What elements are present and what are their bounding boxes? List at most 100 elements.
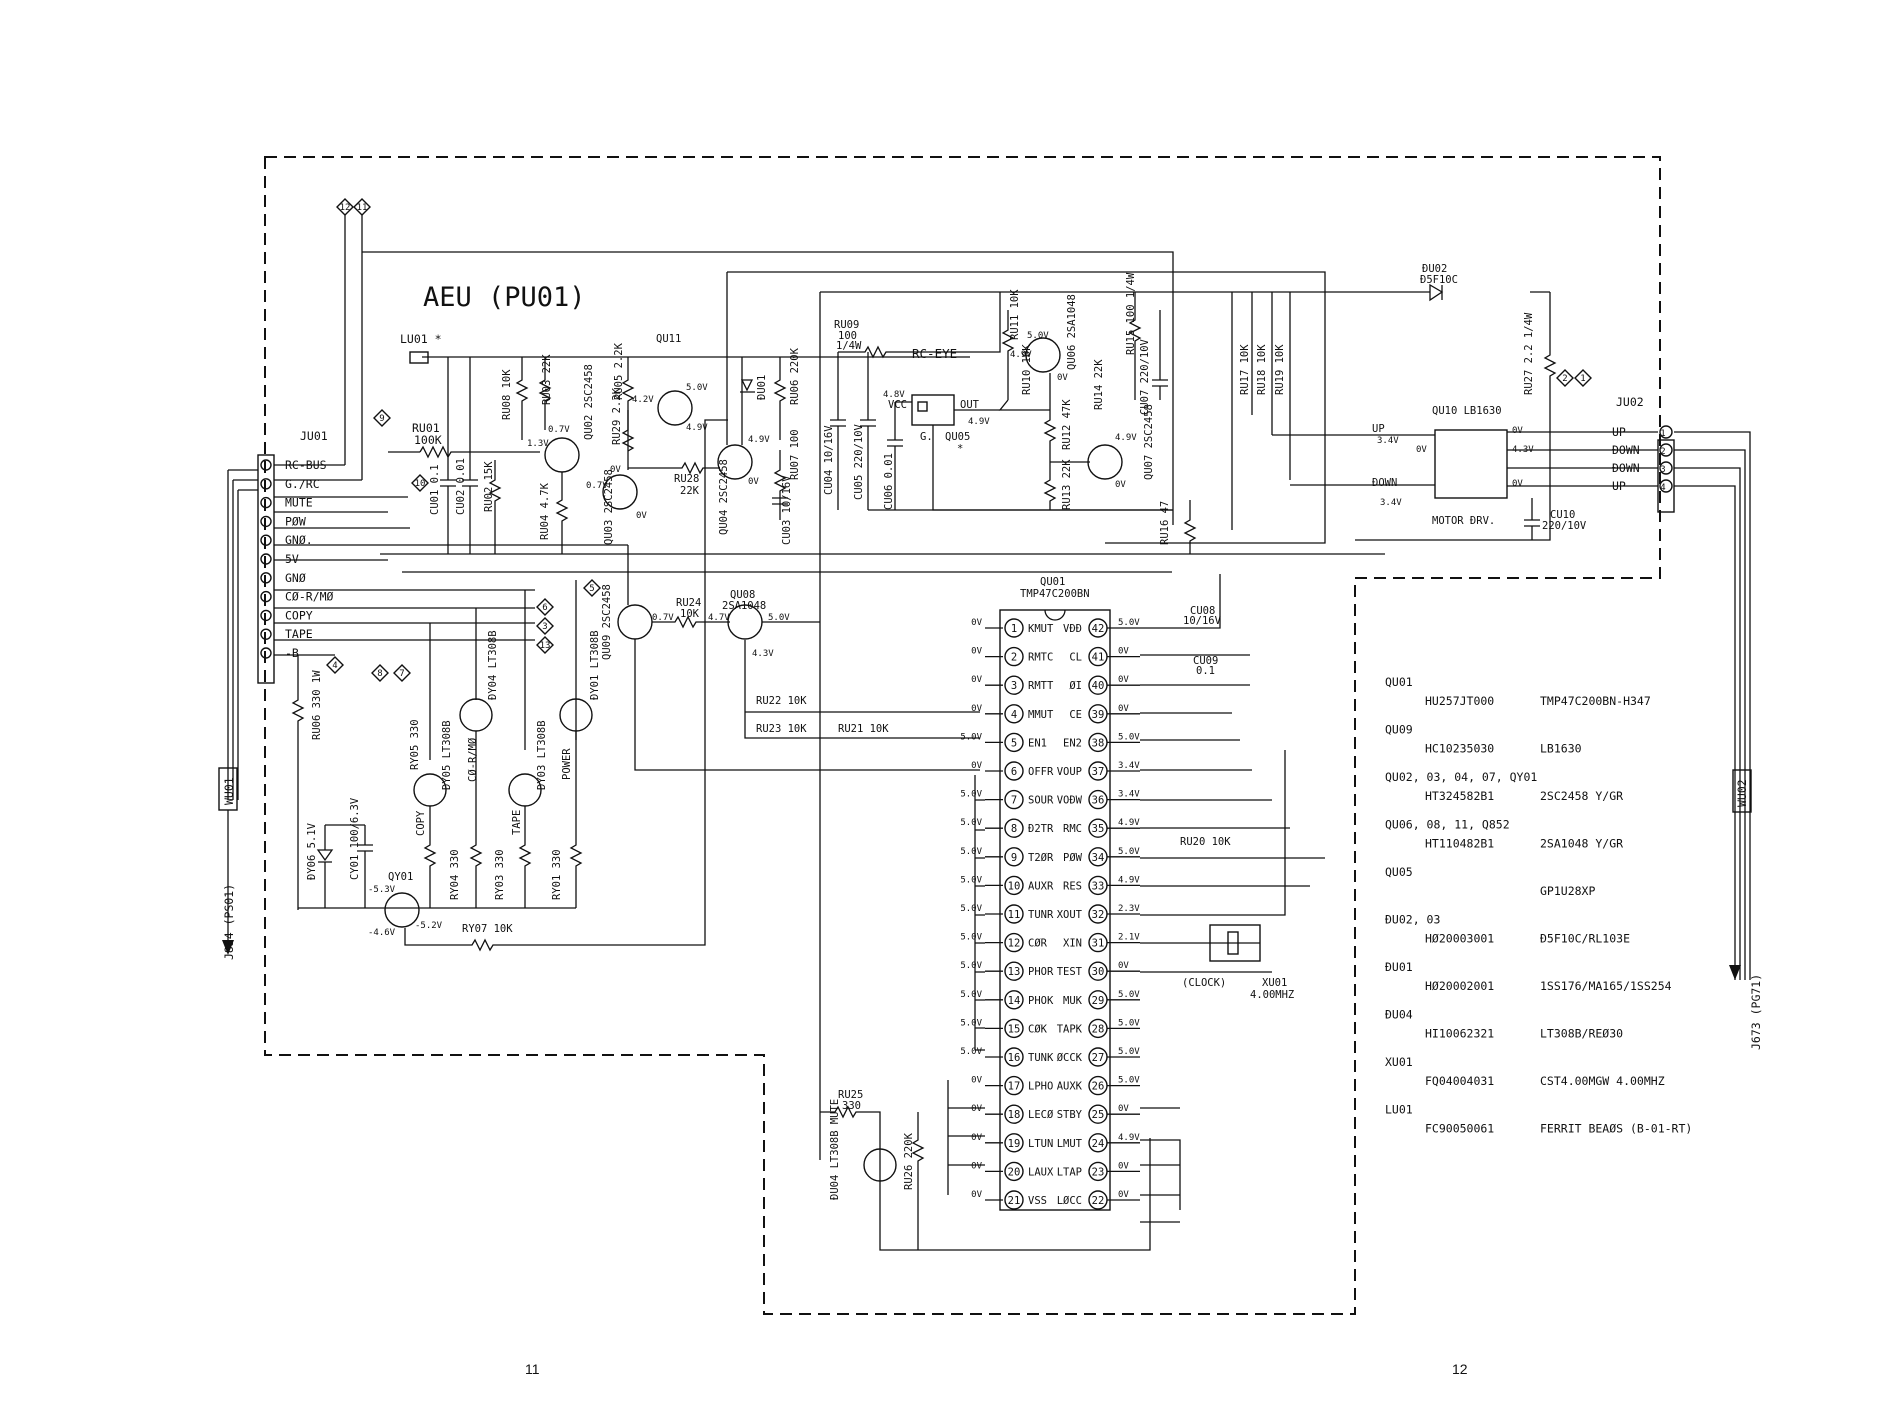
ju02-pin-num: 2: [1660, 447, 1665, 457]
ru03-label: RU03 22K: [541, 354, 553, 405]
input-section: LU01 * RU01 100K CU01 0.1 CU02 0.01 RU02…: [274, 332, 628, 656]
ic-pin-name: LTAP: [1057, 1166, 1082, 1178]
ju01-pin-9: [260, 609, 272, 622]
xu01-val: 4.00MHZ: [1250, 989, 1294, 1001]
ic-pin-voltage: 5.0V: [1118, 990, 1140, 1000]
wu02-tag: [1732, 769, 1752, 813]
ic-pin-voltage: 5.0V: [960, 875, 982, 885]
connector-tag: [373, 409, 391, 427]
ic-pin-voltage: 5.0V: [960, 818, 982, 828]
ic-pin-16: [1004, 1047, 1024, 1067]
cu09-val: 0.1: [1196, 665, 1215, 677]
ic-pin-name: RMC: [1063, 823, 1082, 835]
ic-pin-13: [1004, 961, 1024, 981]
v-qy01-c: -5.2V: [415, 921, 443, 931]
j854-label: J854 (PS01): [222, 884, 236, 960]
ru24-ref: RU24: [676, 597, 701, 609]
du02-ref: ÐU02: [1422, 263, 1447, 275]
ru08-label: RU08 10K: [501, 369, 513, 420]
ic-pin-voltage: 2.1V: [1118, 933, 1140, 943]
connector-tag: [536, 617, 554, 635]
qu10-label: QU10 LB1630: [1432, 405, 1502, 417]
parts-code: HØ20003001: [1425, 932, 1494, 946]
ic-pin-number: 29: [1092, 995, 1105, 1007]
v-up: 3.4V: [1377, 436, 1399, 446]
qu08-ref: QU08: [730, 589, 755, 601]
ic-pin-name: EN2: [1063, 737, 1082, 749]
ic-pin-name: ØI: [1069, 680, 1082, 692]
parts-ref: ÐU02, 03: [1385, 913, 1440, 927]
ic-pin-number: 2: [1011, 652, 1017, 664]
qu10-box: [1434, 429, 1508, 499]
parts-code: HT110482B1: [1425, 837, 1494, 851]
ic-pin-name: VSS: [1028, 1195, 1047, 1207]
ic-pin-voltage: 0V: [1118, 675, 1129, 685]
parts-code: HU257JT000: [1425, 694, 1494, 708]
ic-pin-name: LØCC: [1057, 1195, 1082, 1207]
ic-pin-number: 34: [1092, 852, 1105, 864]
connector-tag-label: 10: [415, 479, 426, 489]
module-boundary: [264, 156, 1661, 1315]
parts-name: LB1630: [1540, 742, 1582, 756]
ju02-pin-3: [1659, 461, 1673, 475]
connector-tag: [1574, 369, 1592, 387]
ic-pin-voltage: 0V: [971, 1190, 982, 1200]
connector-tag-label: 3: [542, 622, 547, 632]
ic-pin-name: PHOK: [1028, 995, 1054, 1007]
connector-tag-label: 6: [542, 603, 547, 613]
ic-pin-name: VOUP: [1057, 766, 1082, 778]
ic-pin-voltage: 0V: [971, 704, 982, 714]
ic-pin-8: [1004, 818, 1024, 838]
qu11-label: QU11: [656, 333, 681, 345]
ic-pin-voltage: 5.0V: [1118, 1018, 1140, 1028]
cy01-label: CY01 100/6.3V: [349, 797, 361, 880]
qu01-part: TMP47C200BN: [1020, 588, 1090, 600]
ic-pin-22: [1088, 1190, 1108, 1210]
ic-pin-number: 4: [1011, 709, 1017, 721]
up-in-label: UP: [1372, 423, 1385, 435]
ic-pin-voltage: 5.0V: [1118, 1076, 1140, 1086]
qu01-ref: QU01: [1040, 576, 1065, 588]
vcc-label: VCC: [888, 399, 907, 411]
ru09-val: 100: [838, 330, 857, 342]
ju01-pin-8: [260, 590, 272, 603]
xu01-ref: XU01: [1262, 977, 1287, 989]
v-qu08-b: 4.7V: [708, 613, 730, 623]
qu04-label: QU04 2SC2458: [718, 459, 730, 535]
ic-pin-number: 26: [1092, 1081, 1105, 1093]
ic-pin-25: [1088, 1104, 1108, 1124]
ic-pin-name: XOUT: [1057, 909, 1083, 921]
ic-pin-9: [1004, 847, 1024, 867]
ic-pin-number: 38: [1092, 737, 1105, 749]
connector-tag-label: 4: [332, 661, 337, 671]
ru06-label: RU06 220K: [789, 347, 801, 405]
ic-pin-voltage: 0V: [971, 1076, 982, 1086]
connector-tag: [353, 198, 371, 216]
parts-ref: LU01: [1385, 1103, 1413, 1117]
du04-symbol: [863, 1148, 897, 1182]
v-qu11-b: 4.2V: [632, 395, 654, 405]
ic-pin-voltage: 2.3V: [1118, 904, 1140, 914]
ic-pin-number: 22: [1092, 1195, 1105, 1207]
ic-pin-voltage: 0V: [1118, 647, 1129, 657]
ju01-pin-11: [260, 647, 272, 659]
qu03-symbol: [602, 474, 638, 510]
v-qu04-c: 4.9V: [748, 435, 770, 445]
ic-pin-name: OFFR: [1028, 766, 1054, 778]
ru01-ref: RU01: [412, 421, 440, 435]
ic-pin-38: [1088, 732, 1108, 753]
ry05-label: RY05 330: [409, 719, 421, 770]
ru09-watt: 1/4W: [836, 340, 862, 352]
v-p6: 0V: [1512, 479, 1523, 489]
cu02-label: CU02 0.01: [455, 458, 467, 515]
parts-ref: ÐU01: [1385, 960, 1413, 974]
ic-pin-name: CØR: [1028, 938, 1048, 950]
ic-pin-voltage: 3.4V: [1118, 761, 1140, 771]
module-title: AEU (PU01): [423, 282, 586, 313]
ic-pin-voltage: 5.0V: [960, 1018, 982, 1028]
ic-pin-voltage: 0V: [1118, 1161, 1129, 1171]
ic-pin-number: 25: [1092, 1109, 1105, 1121]
